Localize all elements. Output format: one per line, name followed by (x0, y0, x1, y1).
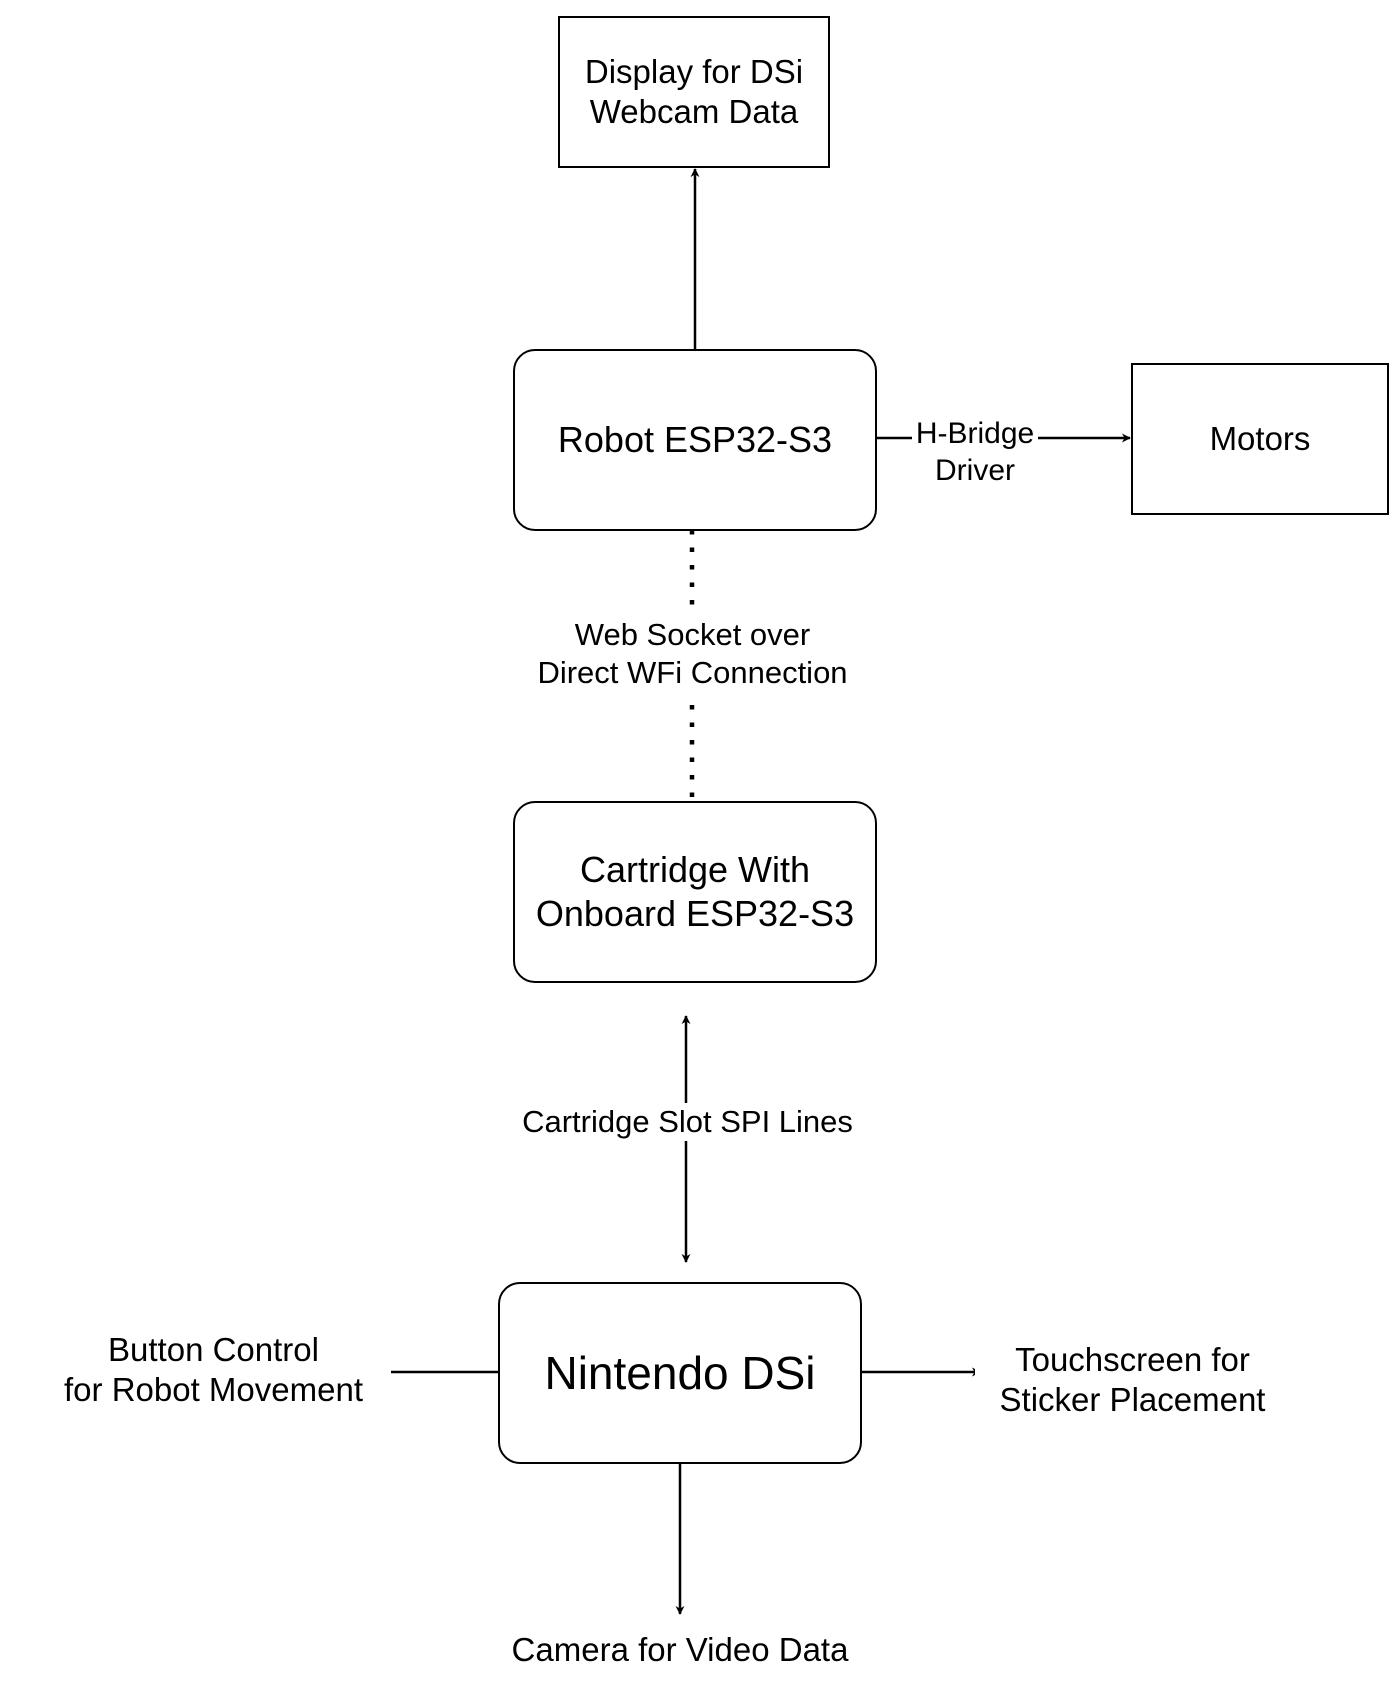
display-node: Display for DSi Webcam Data (558, 16, 830, 168)
cartridge-node: Cartridge With Onboard ESP32-S3 (513, 801, 877, 983)
display-node-label: Display for DSi Webcam Data (584, 52, 804, 130)
motors-node: Motors (1131, 363, 1389, 515)
nintendo-dsi-node-label: Nintendo DSi (544, 1346, 816, 1399)
camera-label: Camera for Video Data (470, 1630, 890, 1671)
nintendo-dsi-node: Nintendo DSi (498, 1282, 862, 1464)
motors-node-label: Motors (1209, 419, 1311, 457)
touchscreen-label: Touchscreen for Sticker Placement (975, 1340, 1290, 1421)
button-control-label: Button Control for Robot Movement (36, 1330, 391, 1411)
spi-label: Cartridge Slot SPI Lines (515, 1103, 860, 1141)
hbridge-label: H-Bridge Driver (912, 416, 1038, 490)
websocket-label: Web Socket over Direct WFi Connection (520, 616, 865, 692)
robot-esp32-node-label: Robot ESP32-S3 (557, 419, 833, 461)
cartridge-node-label: Cartridge With Onboard ESP32-S3 (535, 849, 855, 934)
robot-esp32-node: Robot ESP32-S3 (513, 349, 877, 531)
